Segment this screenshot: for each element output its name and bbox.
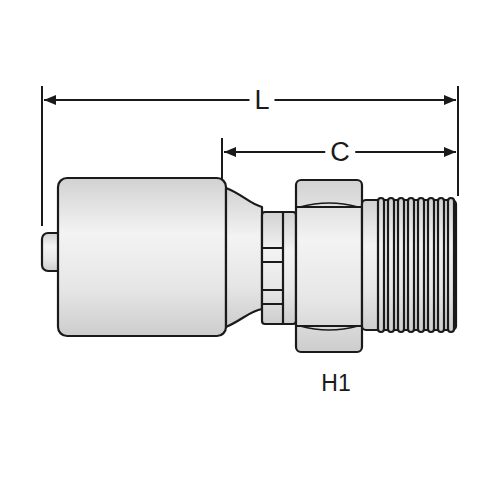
thread-ridge [448, 198, 454, 332]
thread-ridge [418, 198, 424, 332]
thread-ridge [388, 198, 394, 332]
thread-ridge [398, 198, 404, 332]
thread-ridge [378, 198, 384, 332]
hose-fitting [42, 178, 456, 352]
thread-ridge [428, 198, 434, 332]
dimension-label: C [325, 139, 355, 166]
thread-ridge [438, 198, 444, 332]
dimension-label: L [249, 87, 274, 114]
dimension-label: H1 [316, 372, 355, 395]
thread-ridge [408, 198, 414, 332]
